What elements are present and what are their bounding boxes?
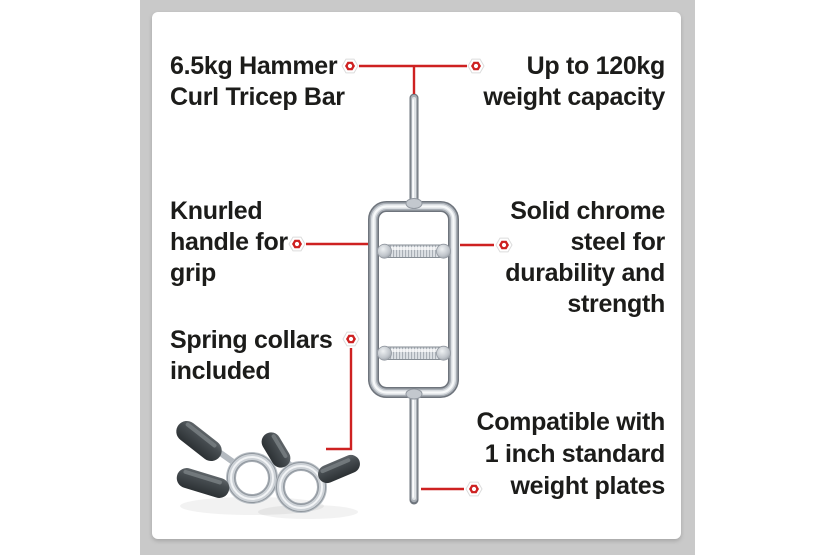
callout-weight-capacity: Up to 120kg weight capacity — [483, 51, 665, 113]
callout-line-collars — [326, 348, 353, 451]
bar-weld-joint — [405, 198, 423, 209]
callout-text-line: Spring collars — [170, 326, 333, 354]
callout-text-line: 6.5kg Hammer — [170, 52, 338, 80]
callout-text-line: Solid chrome — [510, 197, 665, 225]
hex-nut-marker-icon — [465, 481, 483, 497]
callout-line-top — [359, 64, 467, 94]
callout-lines — [306, 64, 494, 491]
knurled-grip-bottom — [377, 345, 451, 361]
callout-chrome-steel: Solid chrome steel for durability and st… — [505, 196, 665, 320]
hex-nut-marker-icon — [495, 237, 513, 253]
knurled-grip-top — [377, 243, 451, 259]
callout-text-line: weight capacity — [483, 83, 665, 111]
callout-text-line: grip — [170, 259, 217, 287]
bar-weld-joint — [405, 388, 423, 400]
callout-knurled-handle: Knurled handle for grip — [170, 196, 288, 289]
callout-text-line: durability and — [505, 259, 665, 287]
callout-text-line: strength — [567, 290, 665, 318]
callout-text-line: included — [170, 357, 271, 385]
spring-collar-right — [261, 432, 360, 513]
callout-spring-collars: Spring collars included — [170, 325, 333, 387]
bar-handle-frame — [368, 201, 459, 398]
callout-text-line: steel for — [570, 228, 665, 256]
callout-text-line: 1 inch standard — [484, 440, 666, 468]
bar-top-sleeve — [409, 93, 419, 210]
callout-markers — [288, 58, 513, 497]
spring-collars-illustration — [176, 420, 360, 519]
callout-text-line: weight plates — [510, 472, 666, 500]
callout-text-line: Compatible with — [476, 408, 665, 436]
bar-bottom-sleeve — [409, 389, 419, 505]
hex-nut-marker-icon — [341, 58, 359, 74]
spring-collar-left — [176, 420, 278, 504]
hex-nut-marker-icon — [342, 331, 360, 347]
callout-text-line: Curl Tricep Bar — [170, 83, 345, 111]
hex-nut-marker-icon — [467, 58, 485, 74]
callout-text-line: handle for — [170, 228, 288, 256]
callout-text-line: Knurled — [170, 197, 263, 225]
hex-nut-marker-icon — [288, 236, 306, 252]
callout-text-line: Up to 120kg — [526, 52, 666, 80]
callout-bar-name: 6.5kg Hammer Curl Tricep Bar — [170, 51, 345, 113]
callout-plate-compatibility: Compatible with 1 inch standard weight p… — [476, 406, 665, 502]
tricep-bar-illustration — [368, 93, 459, 505]
